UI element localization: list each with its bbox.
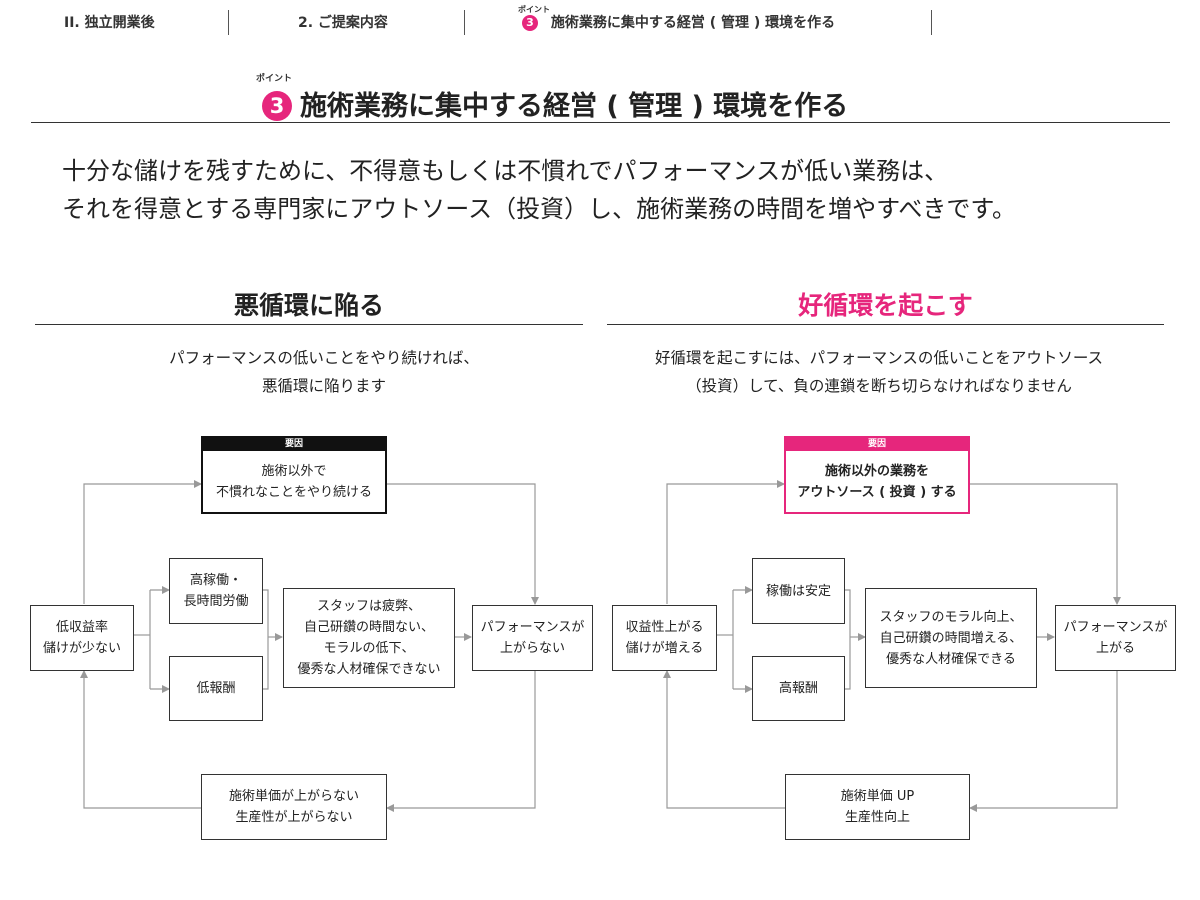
vicious-low-pay-box: 低報酬 <box>169 656 263 721</box>
virtuous-description: 好循環を起こすには、パフォーマンスの低いことをアウトソース （投資）して、負の連… <box>589 344 1169 400</box>
vicious-cause-box: 要因 施術以外で 不慣れなことをやり続ける <box>201 436 387 514</box>
virtuous-arrow-bottom-to-left <box>663 670 785 809</box>
virtuous-desc-line-2: （投資）して、負の連鎖を断ち切らなければなりません <box>686 377 1072 395</box>
virtuous-arrow-cause-to-right <box>970 483 1121 605</box>
vicious-cause-text: 施術以外で 不慣れなことをやり続ける <box>215 464 372 500</box>
virtuous-cause-tag: 要因 <box>786 438 968 451</box>
virtuous-high-pay-box: 高報酬 <box>752 656 845 721</box>
breadcrumb-ruby: ポイント <box>518 5 550 14</box>
vicious-cycle-title: 悪循環に陥る <box>233 291 384 320</box>
vicious-low-profit-box: 低収益率 儲けが少ない <box>30 605 134 671</box>
vicious-overwork-box: 高稼働・ 長時間労働 <box>169 558 263 624</box>
breadcrumb-item-3[interactable]: 3 施術業務に集中する経営 ( 管理 ) 環境を作る <box>522 12 835 32</box>
vicious-staff-fatigue-box: スタッフは疲弊、 自己研鑽の時間ない、 モラルの低下、 優秀な人材確保できない <box>283 588 455 688</box>
vicious-description: パフォーマンスの低いことをやり続ければ、 悪循環に陥ります <box>44 344 604 400</box>
vicious-arrow-cause-to-right <box>386 483 539 605</box>
virtuous-profit-box: 収益性上がる 儲けが増える <box>612 605 717 671</box>
vicious-desc-line-2: 悪循環に陥ります <box>261 377 386 395</box>
virtuous-cause-box: 要因 施術以外の業務を アウトソース ( 投資 ) する <box>784 436 970 514</box>
virtuous-stable-box: 稼働は安定 <box>752 558 845 624</box>
breadcrumb-divider <box>228 10 229 35</box>
virtuous-arrow-right-to-bottom <box>969 670 1118 812</box>
vicious-arrow-left-to-cause <box>83 480 202 604</box>
vicious-title-divider <box>35 324 583 325</box>
vicious-cause-tag: 要因 <box>203 438 385 451</box>
page-title: 3 施術業務に集中する経営 ( 管理 ) 環境を作る <box>262 84 848 123</box>
breadcrumb-item-1[interactable]: II. 独立開業後 <box>64 15 155 31</box>
heading-ruby: ポイント <box>256 74 293 84</box>
virtuous-title-divider <box>607 324 1164 325</box>
vicious-arrow-bottom-to-left <box>80 670 201 809</box>
vicious-merge-line <box>263 589 269 690</box>
vicious-unit-price-box: 施術単価が上がらない 生産性が上がらない <box>201 774 387 840</box>
point-number-badge-large: 3 <box>262 91 292 121</box>
virtuous-unit-price-box: 施術単価 UP 生産性向上 <box>785 774 970 840</box>
breadcrumb-item-3-label: 施術業務に集中する経営 ( 管理 ) 環境を作る <box>550 15 836 31</box>
virtuous-desc-line-1: 好循環を起こすには、パフォーマンスの低いことをアウトソース <box>654 349 1104 367</box>
virtuous-cause-text: 施術以外の業務を アウトソース ( 投資 ) する <box>797 464 957 500</box>
lead-text: 十分な儲けを残すために、不得意もしくは不慣れでパフォーマンスが低い業務は、 それ… <box>62 152 1016 228</box>
virtuous-performance-box: パフォーマンスが 上がる <box>1055 605 1176 671</box>
breadcrumb-divider <box>464 10 465 35</box>
point-number-badge: 3 <box>522 15 538 31</box>
lead-line-1: 十分な儲けを残すために、不得意もしくは不慣れでパフォーマンスが低い業務は、 <box>62 157 949 185</box>
page-title-text: 施術業務に集中する経営 ( 管理 ) 環境を作る <box>300 91 849 122</box>
virtuous-arrow-left-to-cause <box>666 480 785 604</box>
title-divider <box>31 122 1170 123</box>
vicious-arrow-right-to-bottom <box>386 670 536 812</box>
virtuous-staff-morale-box: スタッフのモラル向上、 自己研鑽の時間増える、 優秀な人材確保できる <box>865 588 1037 688</box>
breadcrumb-item-2[interactable]: 2. ご提案内容 <box>298 15 388 31</box>
breadcrumb-divider <box>931 10 932 35</box>
vicious-performance-box: パフォーマンスが 上がらない <box>472 605 593 671</box>
lead-line-2: それを得意とする専門家にアウトソース（投資）し、施術業務の時間を増やすべきです。 <box>62 195 1016 223</box>
virtuous-merge-line <box>845 589 851 690</box>
virtuous-cycle-title: 好循環を起こす <box>798 291 973 320</box>
vicious-desc-line-1: パフォーマンスの低いことをやり続ければ、 <box>169 349 479 367</box>
